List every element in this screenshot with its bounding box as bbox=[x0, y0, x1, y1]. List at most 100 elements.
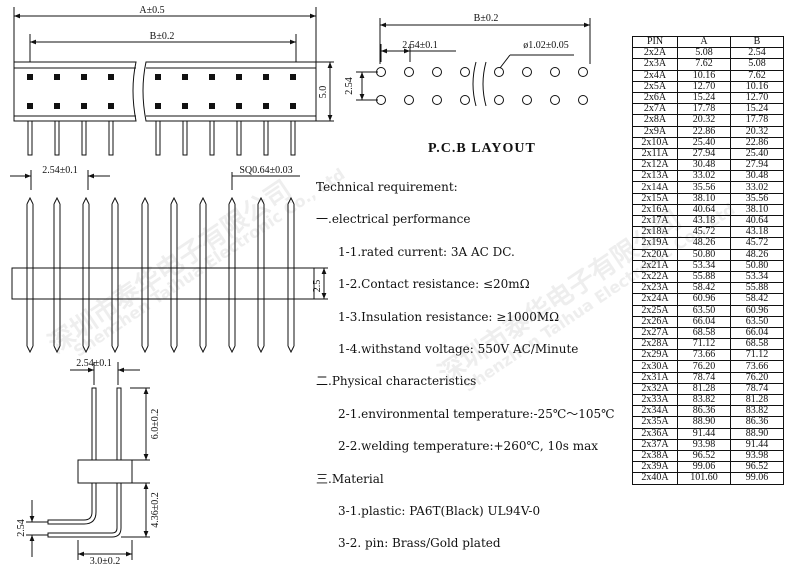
table-cell: 2x6A bbox=[632, 91, 678, 105]
requirement-line: 2-1.environmental temperature:-25℃～105℃ bbox=[338, 406, 615, 421]
table-cell: 10.16 bbox=[677, 69, 731, 82]
pin-tail bbox=[290, 120, 296, 156]
table-cell: 2x38A bbox=[632, 449, 678, 463]
table-cell: 2x13A bbox=[632, 170, 678, 183]
pin-square bbox=[209, 74, 215, 80]
table-cell: 45.72 bbox=[730, 237, 784, 250]
table-cell: 7.62 bbox=[677, 58, 731, 71]
table-cell: 50.80 bbox=[677, 248, 731, 261]
table-cell: 2x39A bbox=[632, 461, 678, 474]
table-cell: 20.32 bbox=[677, 114, 731, 127]
pin-upper bbox=[287, 196, 295, 268]
table-cell: 86.36 bbox=[677, 405, 731, 418]
table-cell: 43.18 bbox=[730, 226, 784, 239]
table-cell: 83.82 bbox=[677, 393, 731, 407]
pin-square bbox=[81, 103, 87, 109]
pcb-hole bbox=[578, 67, 588, 77]
table-header-row: PIN A B bbox=[632, 35, 784, 49]
pcb-hole bbox=[404, 67, 414, 77]
pin-upper bbox=[26, 196, 34, 268]
table-cell: 2x37A bbox=[632, 438, 678, 451]
pin-body-section bbox=[141, 267, 149, 300]
pcb-hole bbox=[460, 67, 470, 77]
table-cell: 40.64 bbox=[730, 214, 784, 228]
requirement-line: 3-2. pin: Brass/Gold plated bbox=[338, 536, 501, 551]
table-cell: 66.04 bbox=[677, 315, 731, 328]
pin-lower bbox=[287, 299, 295, 354]
pcb-hole bbox=[460, 95, 470, 105]
table-cell: 96.52 bbox=[730, 461, 784, 474]
pin-body-section bbox=[228, 267, 236, 300]
header-pin: PIN bbox=[632, 35, 678, 49]
table-cell: 2x33A bbox=[632, 393, 678, 407]
table-cell: 2x9A bbox=[632, 125, 678, 138]
table-cell: 2x36A bbox=[632, 427, 678, 440]
pin-tail bbox=[54, 120, 60, 156]
pin-body-section bbox=[53, 267, 61, 300]
table-cell: 2x12A bbox=[632, 159, 678, 172]
table-cell: 58.42 bbox=[677, 282, 731, 295]
table-cell: 15.24 bbox=[677, 91, 731, 105]
pin-lower bbox=[170, 299, 178, 354]
pin-upper bbox=[257, 196, 265, 268]
table-cell: 2x27A bbox=[632, 326, 678, 340]
table-cell: 68.58 bbox=[730, 338, 784, 351]
table-cell: 71.12 bbox=[677, 338, 731, 351]
table-cell: 76.20 bbox=[730, 371, 784, 384]
pin-square bbox=[182, 103, 188, 109]
technical-requirements: Technical requirement:一.electrical perfo… bbox=[316, 178, 628, 567]
pin-tail bbox=[209, 120, 215, 156]
pcb-hole bbox=[432, 67, 442, 77]
table-cell: 48.26 bbox=[677, 237, 731, 250]
pin-lower bbox=[82, 299, 90, 354]
pin-square bbox=[54, 74, 60, 80]
pin-tail bbox=[108, 120, 114, 156]
table-cell: 17.78 bbox=[730, 114, 784, 127]
table-cell: 27.94 bbox=[730, 159, 784, 172]
pin-tail bbox=[155, 120, 161, 156]
table-cell: 2x10A bbox=[632, 136, 678, 149]
table-cell: 30.48 bbox=[677, 159, 731, 172]
pin-lower bbox=[141, 299, 149, 354]
pcb-hole bbox=[550, 95, 560, 105]
table-cell: 2x26A bbox=[632, 315, 678, 328]
dim-2-5-label: 2.5 bbox=[312, 280, 323, 293]
pin-upper bbox=[199, 196, 207, 268]
table-cell: 33.02 bbox=[677, 170, 731, 183]
table-cell: 2.54 bbox=[730, 47, 784, 60]
table-cell: 27.94 bbox=[677, 147, 731, 161]
table-cell: 22.86 bbox=[677, 125, 731, 138]
pcb-hole bbox=[376, 67, 386, 77]
table-cell: 2x29A bbox=[632, 349, 678, 362]
table-cell: 2x40A bbox=[632, 472, 678, 485]
table-cell: 60.96 bbox=[730, 304, 784, 317]
table-cell: 2x11A bbox=[632, 147, 678, 161]
header-b: B bbox=[730, 35, 784, 49]
table-cell: 99.06 bbox=[730, 472, 784, 485]
pin-lower bbox=[26, 299, 34, 354]
table-cell: 45.72 bbox=[677, 226, 731, 239]
pin-square bbox=[182, 74, 188, 80]
requirement-line: 1-1.rated current: 3A AC DC. bbox=[338, 244, 515, 259]
table-cell: 55.88 bbox=[677, 270, 731, 284]
table-cell: 60.96 bbox=[677, 293, 731, 306]
pin-square bbox=[27, 103, 33, 109]
pin-square bbox=[209, 103, 215, 109]
table-cell: 93.98 bbox=[730, 449, 784, 463]
